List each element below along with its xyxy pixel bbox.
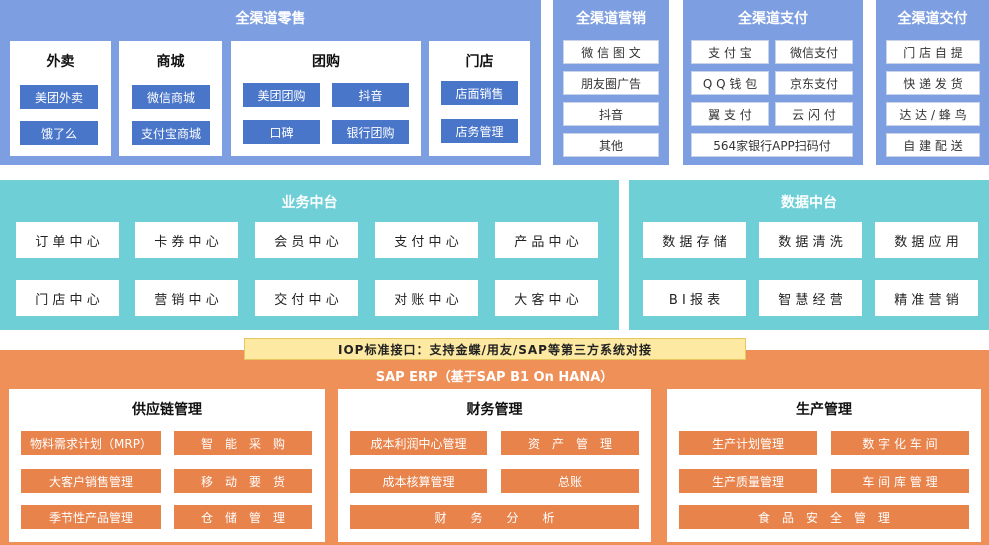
btn-mobile-order[interactable]: 移 动 要 货 <box>174 469 312 493</box>
business-platform-section: 业务中台 订 单 中 心 卡 券 中 心 会 员 中 心 支 付 中 心 产 品… <box>0 180 619 330</box>
card-finance-title: 财务管理 <box>466 402 523 418</box>
delivery-section-title: 全渠道交付 <box>897 11 968 27</box>
btn-production-quality[interactable]: 生产质量管理 <box>679 469 817 493</box>
btn-yunshanfu[interactable]: 云 闪 付 <box>775 102 853 126</box>
card-shangcheng-title: 商城 <box>156 54 185 70</box>
retail-section: 全渠道零售 外卖 美团外卖 饿了么 商城 微信商城 支付宝商城 团购 美团团购 … <box>0 0 541 165</box>
btn-bank-app-scan[interactable]: 564家银行APP扫码付 <box>691 133 853 157</box>
btn-qq-wallet[interactable]: Q Q 钱 包 <box>691 71 769 95</box>
card-production: 生产管理 生产计划管理 数 字 化 车 间 生产质量管理 车 间 库 管 理 食… <box>667 389 981 542</box>
erp-title: SAP ERP（基于SAP B1 On HANA） <box>375 370 614 385</box>
btn-smart-operation[interactable]: 智 慧 经 营 <box>759 280 862 316</box>
btn-douyin-marketing[interactable]: 抖音 <box>563 102 659 126</box>
btn-coupon-center[interactable]: 卡 券 中 心 <box>135 222 238 258</box>
btn-marketing-center[interactable]: 营 销 中 心 <box>135 280 238 316</box>
btn-jd-pay[interactable]: 京东支付 <box>775 71 853 95</box>
card-shangcheng: 商城 微信商城 支付宝商城 <box>119 41 222 156</box>
card-tuangou: 团购 美团团购 抖音 口碑 银行团购 <box>231 41 421 156</box>
btn-data-application[interactable]: 数 据 应 用 <box>875 222 978 258</box>
btn-seasonal-product[interactable]: 季节性产品管理 <box>21 505 161 529</box>
btn-weixin-pay[interactable]: 微信支付 <box>775 40 853 64</box>
btn-weixin-shangcheng[interactable]: 微信商城 <box>132 85 210 109</box>
business-platform-title: 业务中台 <box>281 195 338 211</box>
btn-workshop-inventory[interactable]: 车 间 库 管 理 <box>831 469 969 493</box>
btn-meituan-tuangou[interactable]: 美团团购 <box>243 83 320 107</box>
btn-financial-analysis[interactable]: 财 务 分 析 <box>350 505 639 529</box>
btn-key-account-sales[interactable]: 大客户销售管理 <box>21 469 161 493</box>
btn-alipay[interactable]: 支 付 宝 <box>691 40 769 64</box>
btn-production-planning[interactable]: 生产计划管理 <box>679 431 817 455</box>
btn-warehouse-management[interactable]: 仓 储 管 理 <box>174 505 312 529</box>
btn-express-delivery[interactable]: 快 递 发 货 <box>886 71 980 95</box>
btn-weixin-tuwen[interactable]: 微 信 图 文 <box>563 40 659 64</box>
btn-product-center[interactable]: 产 品 中 心 <box>495 222 598 258</box>
btn-douyin-tuangou[interactable]: 抖音 <box>332 83 409 107</box>
btn-order-center[interactable]: 订 单 中 心 <box>16 222 119 258</box>
btn-meituan-waimai[interactable]: 美团外卖 <box>20 85 98 109</box>
btn-payment-center[interactable]: 支 付 中 心 <box>375 222 478 258</box>
btn-store-sales[interactable]: 店面销售 <box>441 81 518 105</box>
card-tuangou-title: 团购 <box>312 54 340 70</box>
data-platform-title: 数据中台 <box>781 195 837 211</box>
btn-digital-workshop[interactable]: 数 字 化 车 间 <box>831 431 969 455</box>
retail-section-title: 全渠道零售 <box>235 11 306 27</box>
card-supply-chain: 供应链管理 物料需求计划（MRP） 智 能 采 购 大客户销售管理 移 动 要 … <box>9 389 325 542</box>
btn-bank-tuangou[interactable]: 银行团购 <box>332 120 409 144</box>
btn-mrp[interactable]: 物料需求计划（MRP） <box>21 431 161 455</box>
btn-delivery-center[interactable]: 交 付 中 心 <box>255 280 358 316</box>
payment-section-title: 全渠道支付 <box>738 11 808 27</box>
btn-store-center[interactable]: 门 店 中 心 <box>16 280 119 316</box>
btn-member-center[interactable]: 会 员 中 心 <box>255 222 358 258</box>
card-waimai: 外卖 美团外卖 饿了么 <box>10 41 111 156</box>
btn-pengyouquan-ad[interactable]: 朋友圈广告 <box>563 71 659 95</box>
btn-bi-report[interactable]: B I 报 表 <box>643 280 746 316</box>
btn-precision-marketing[interactable]: 精 准 营 销 <box>875 280 978 316</box>
card-mendian-title: 门店 <box>465 54 494 70</box>
btn-koubei[interactable]: 口碑 <box>243 120 320 144</box>
card-finance: 财务管理 成本利润中心管理 资 产 管 理 成本核算管理 总账 财 务 分 析 <box>338 389 651 542</box>
btn-alipay-shangcheng[interactable]: 支付宝商城 <box>132 121 210 145</box>
btn-store-pickup[interactable]: 门 店 自 提 <box>886 40 980 64</box>
btn-other-marketing[interactable]: 其他 <box>563 133 659 157</box>
card-production-title: 生产管理 <box>796 402 852 418</box>
btn-cost-accounting[interactable]: 成本核算管理 <box>350 469 487 493</box>
marketing-section-title: 全渠道营销 <box>576 11 646 27</box>
btn-smart-purchase[interactable]: 智 能 采 购 <box>174 431 312 455</box>
data-platform-section: 数据中台 数 据 存 储 数 据 清 洗 数 据 应 用 B I 报 表 智 慧… <box>629 180 989 330</box>
btn-asset-management[interactable]: 资 产 管 理 <box>501 431 639 455</box>
card-waimai-title: 外卖 <box>46 54 75 70</box>
payment-section: 全渠道支付 支 付 宝 微信支付 Q Q 钱 包 京东支付 翼 支 付 云 闪 … <box>683 0 863 165</box>
delivery-section: 全渠道交付 门 店 自 提 快 递 发 货 达 达 / 蜂 鸟 自 建 配 送 <box>876 0 989 165</box>
iop-interface-banner: IOP标准接口：支持金蝶/用友/SAP等第三方系统对接 <box>244 338 746 360</box>
btn-dada-fengniao[interactable]: 达 达 / 蜂 鸟 <box>886 102 980 126</box>
btn-eleme[interactable]: 饿了么 <box>20 121 98 145</box>
btn-food-safety[interactable]: 食 品 安 全 管 理 <box>679 505 969 529</box>
btn-yi-pay[interactable]: 翼 支 付 <box>691 102 769 126</box>
btn-key-account-center[interactable]: 大 客 中 心 <box>495 280 598 316</box>
erp-section: SAP ERP（基于SAP B1 On HANA） 供应链管理 物料需求计划（M… <box>0 350 989 545</box>
marketing-section: 全渠道营销 微 信 图 文 朋友圈广告 抖音 其他 <box>553 0 669 165</box>
btn-data-cleaning[interactable]: 数 据 清 洗 <box>759 222 862 258</box>
card-supply-chain-title: 供应链管理 <box>132 402 202 418</box>
btn-self-delivery[interactable]: 自 建 配 送 <box>886 133 980 157</box>
btn-general-ledger[interactable]: 总账 <box>501 469 639 493</box>
btn-store-management[interactable]: 店务管理 <box>441 119 518 143</box>
btn-cost-profit-center[interactable]: 成本利润中心管理 <box>350 431 487 455</box>
btn-data-storage[interactable]: 数 据 存 储 <box>643 222 746 258</box>
card-mendian: 门店 店面销售 店务管理 <box>429 41 530 156</box>
btn-reconciliation-center[interactable]: 对 账 中 心 <box>375 280 478 316</box>
